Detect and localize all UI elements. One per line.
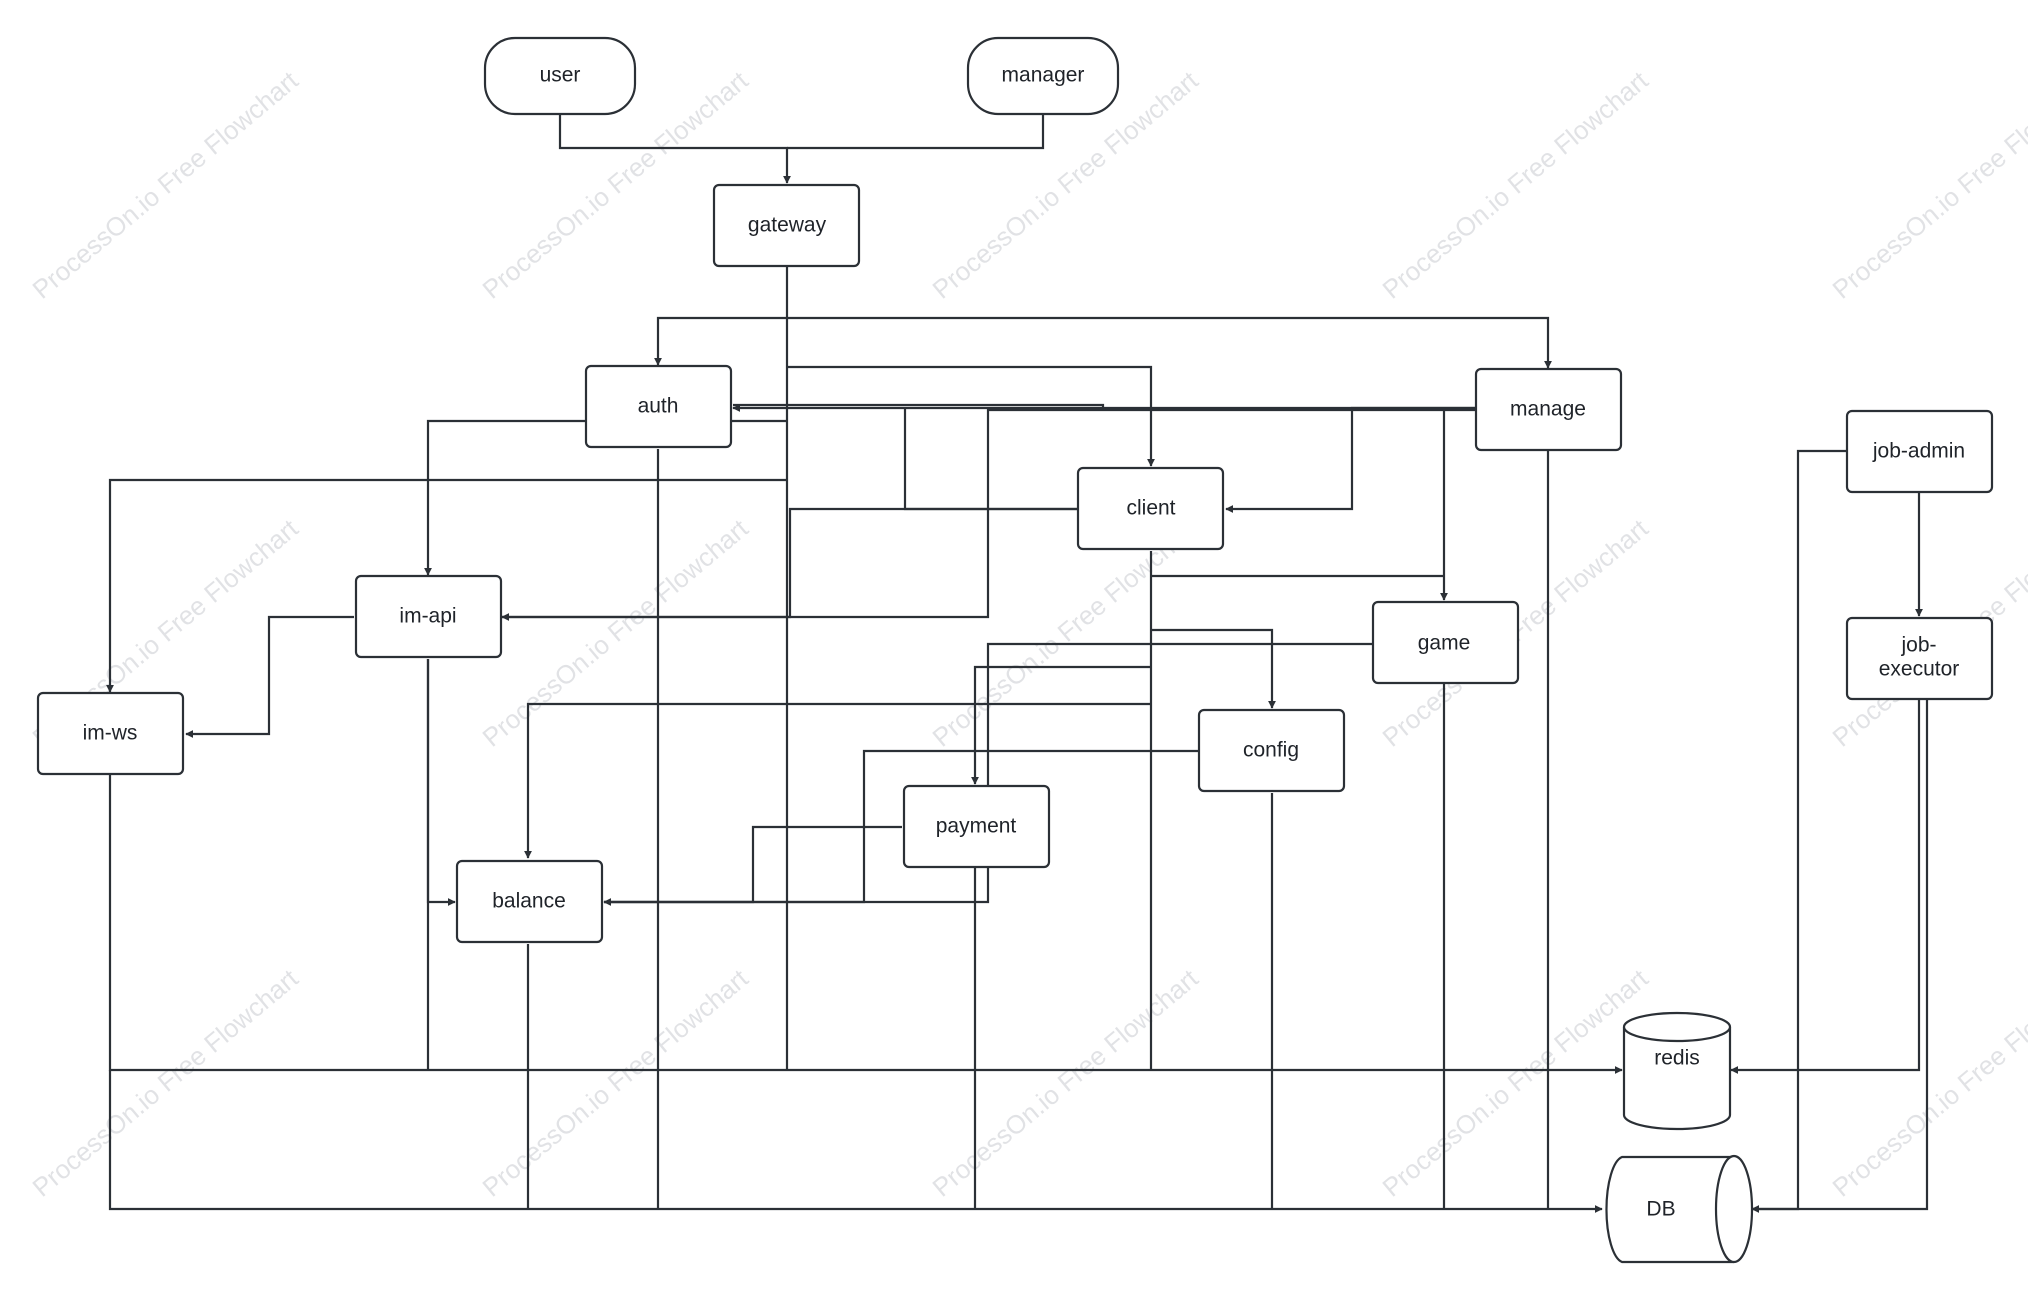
node-gateway-label: gateway — [748, 214, 827, 237]
edge-user-gateway — [558, 114, 791, 184]
edge-client-balance — [524, 702, 1151, 859]
node-db[interactable]: DB — [1605, 1154, 1754, 1264]
edge-imapi-balance — [426, 659, 456, 906]
node-job-admin-label: job-admin — [1872, 440, 1965, 463]
node-game-label: game — [1418, 632, 1471, 655]
node-manage-label: manage — [1510, 398, 1586, 421]
edge-client-auth — [903, 408, 1078, 511]
node-redis-label: redis — [1654, 1047, 1700, 1070]
node-balance-label: balance — [492, 890, 566, 913]
node-manager[interactable]: manager — [966, 36, 1120, 116]
node-balance[interactable]: balance — [455, 859, 604, 944]
node-gateway[interactable]: gateway — [712, 183, 861, 268]
watermark: ProcessOn.io Free Flowchart — [927, 963, 1205, 1203]
node-job-executor[interactable]: job- executor — [1845, 616, 1994, 701]
watermark: ProcessOn.io Free Flowchart — [1377, 65, 1655, 305]
node-user-label: user — [540, 64, 581, 87]
node-job-admin[interactable]: job-admin — [1845, 409, 1994, 494]
edge-gateway-manage — [787, 316, 1552, 369]
edge-payment-balance — [604, 825, 902, 904]
edge-jobexec-db — [1752, 700, 1929, 1211]
edge-redis-bus — [108, 775, 1623, 1074]
edge-manager-gateway — [787, 114, 1045, 150]
edge-client-config — [1151, 628, 1276, 709]
node-config[interactable]: config — [1197, 708, 1346, 793]
node-game[interactable]: game — [1371, 600, 1520, 685]
watermark: ProcessOn.io Free Flowchart — [477, 963, 755, 1203]
watermark: ProcessOn.io Free Flowchart — [27, 963, 305, 1203]
node-im-api[interactable]: im-api — [354, 574, 503, 659]
node-auth-label: auth — [638, 395, 679, 418]
edge-db-bus — [108, 1070, 1603, 1213]
edge-client-payment — [971, 665, 1151, 785]
node-redis[interactable]: redis — [1622, 1011, 1732, 1131]
edge-gateway-client — [787, 365, 1155, 467]
edge-gateway-auth — [654, 316, 787, 366]
node-payment[interactable]: payment — [902, 784, 1051, 869]
node-im-ws-label: im-ws — [83, 722, 138, 745]
watermark: ProcessOn.io Free Flowchart — [477, 513, 755, 753]
node-client-label: client — [1126, 497, 1175, 520]
node-client[interactable]: client — [1076, 466, 1225, 551]
node-manage[interactable]: manage — [1474, 367, 1623, 452]
watermark: ProcessOn.io Free Flowchart — [1827, 65, 2028, 305]
node-manager-label: manager — [1002, 64, 1085, 87]
edge-imapi-imws — [185, 615, 354, 738]
edge-client-imapi — [502, 507, 1078, 619]
node-user[interactable]: user — [483, 36, 637, 116]
node-auth[interactable]: auth — [584, 364, 733, 449]
edge-manage-client — [1225, 406, 1476, 513]
node-layer: user manager gateway auth manage client … — [36, 36, 1994, 1264]
node-payment-label: payment — [936, 815, 1017, 838]
node-im-ws[interactable]: im-ws — [36, 691, 185, 776]
edge-layer — [106, 114, 1929, 1213]
node-config-label: config — [1243, 739, 1299, 762]
node-job-executor-label-2: executor — [1879, 658, 1960, 681]
node-job-executor-label-1: job- — [1900, 634, 1936, 657]
node-im-api-label: im-api — [399, 605, 456, 628]
edge-gateway-imws — [106, 478, 787, 693]
watermark: ProcessOn.io Free Flowchart — [27, 65, 305, 305]
edge-jobexec-redis — [1730, 700, 1921, 1074]
edge-manage-auth-2 — [733, 403, 1105, 408]
edge-jobadmin-db — [1751, 449, 1847, 1213]
node-db-label: DB — [1646, 1198, 1675, 1221]
